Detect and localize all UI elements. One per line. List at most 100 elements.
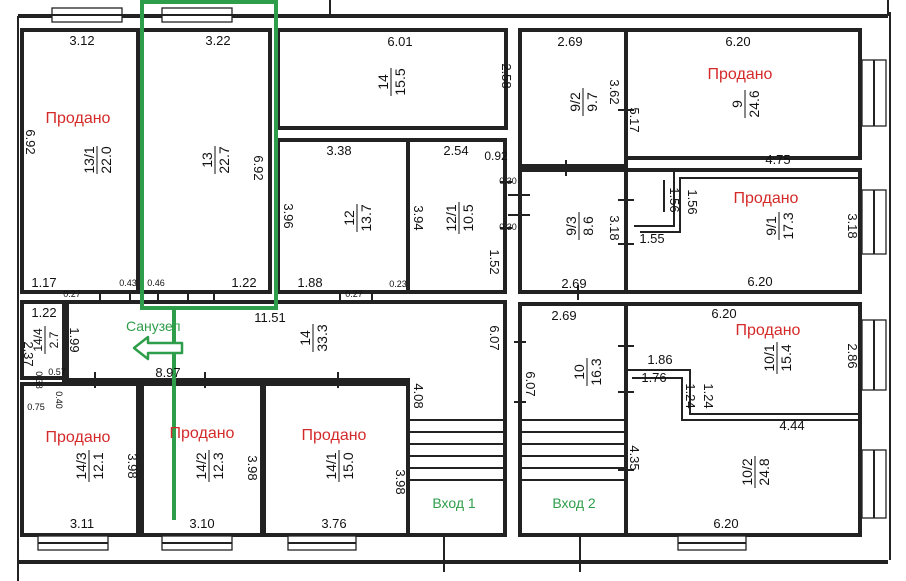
dimension-label: 3.18 [607, 215, 622, 240]
dimension-label: 3.98 [125, 453, 140, 478]
dimension-label: 2.54 [443, 143, 468, 158]
room-area: 33.3 [314, 324, 330, 351]
room-area: 8.6 [580, 216, 596, 236]
dimension-label: 0.43 [119, 278, 137, 288]
sold-label-10-1: Продано [736, 322, 801, 339]
dimension-label: 3.62 [607, 79, 622, 104]
dimension-label: 3.12 [69, 33, 94, 48]
dimension-label: 1.99 [67, 327, 82, 352]
dimension-label: 3.98 [393, 469, 408, 494]
dimension-label: 1.76 [641, 370, 666, 385]
arrow-left-icon [132, 335, 184, 361]
dimension-label: 0.40 [54, 391, 64, 409]
dimension-label: 1.55 [639, 231, 664, 246]
room-area: 16.3 [588, 358, 604, 385]
dimension-label: 2.69 [561, 276, 586, 291]
dimension-label: 1.56 [685, 189, 700, 214]
dimension-label: 3.22 [205, 33, 230, 48]
dimension-label: 3.11 [70, 516, 94, 531]
room-area: 24.8 [756, 458, 772, 485]
room-area: 13.7 [358, 204, 374, 231]
dimension-label: 2.37 [21, 341, 36, 366]
dimension-label: 5.17 [627, 107, 642, 132]
dimension-label: 6.20 [725, 34, 750, 49]
room-labels: 13/1 22.0 13 22.7 14 15.5 12 13.7 12/1 1… [31, 68, 796, 488]
dimension-label: 8.97 [155, 365, 180, 380]
dimension-label: 6.20 [711, 306, 736, 321]
dimension-label: 3.18 [845, 213, 860, 238]
dimension-label: 1.56 [667, 187, 682, 212]
sold-label-13-1: Продано [46, 110, 111, 127]
dimension-label: 1.22 [231, 275, 256, 290]
room-num: 14 [297, 330, 313, 346]
room-area: 15.0 [340, 452, 356, 479]
dimension-label: 4.44 [779, 418, 804, 433]
dimension-label: 1.52 [487, 249, 502, 274]
windows [37, 7, 887, 551]
dimension-label: 3.76 [321, 516, 346, 531]
sold-label-14-3: Продано [46, 429, 111, 446]
room-num: 13 [199, 152, 215, 168]
room-area: 10.5 [460, 204, 476, 231]
room-area: 15.4 [778, 344, 794, 371]
room-num: 14/2 [193, 452, 209, 479]
sold-labels: Продано Продано Продано Продано Продано … [46, 66, 801, 446]
room-area: 17.3 [780, 212, 796, 239]
room-area: 12.1 [90, 452, 106, 479]
room-num: 12/1 [443, 204, 459, 231]
dimension-label: 6.07 [523, 371, 538, 396]
dimension-label: 6.92 [251, 155, 266, 180]
room-num: 9 [729, 100, 745, 108]
room-area: 22.0 [98, 146, 114, 173]
dimension-label: 2.69 [551, 308, 576, 323]
sold-label-14-1: Продано [302, 427, 367, 444]
dimension-label: 3.96 [281, 203, 296, 228]
room-num: 14/4 [31, 328, 45, 352]
sold-label-9-1: Продано [734, 190, 799, 207]
dimension-label: 3.10 [189, 516, 214, 531]
sold-label-9: Продано [708, 66, 773, 83]
highlight-frame [140, 0, 278, 310]
entrance-2-label: Вход 2 [552, 495, 596, 511]
room-area: 15.5 [392, 68, 408, 95]
room-area: 9.7 [584, 92, 600, 112]
dimension-label: 6.20 [747, 274, 772, 289]
dimension-label: 6.07 [487, 325, 502, 350]
dimension-label: 1.17 [31, 275, 56, 290]
room-num: 10/2 [739, 458, 755, 485]
dimension-label: 0.30 [499, 176, 517, 186]
dimension-label: 0.27 [63, 289, 81, 299]
room-num: 14/3 [73, 452, 89, 479]
room-num: 9/3 [563, 216, 579, 236]
dimension-label: 1.24 [701, 383, 716, 408]
dimension-label: 0.23 [389, 279, 407, 289]
dimension-label: 1.22 [31, 305, 56, 320]
dimension-label: 3.38 [326, 143, 351, 158]
dimension-label: 0.46 [147, 278, 165, 288]
dimension-label: 6.92 [23, 129, 38, 154]
dimension-label: 3.94 [411, 205, 426, 230]
room-num: 14 [375, 74, 391, 90]
dimension-label: 0.30 [499, 222, 517, 232]
stairs-2 [520, 419, 626, 481]
dimension-label: 6.20 [713, 516, 738, 531]
dimension-label: 1.88 [297, 275, 322, 290]
dimension-label: 0.92 [484, 149, 508, 163]
dimension-label: 4.35 [627, 445, 642, 470]
room-num: 10 [571, 364, 587, 380]
dimension-label: 3.98 [245, 455, 260, 480]
room-num: 9/1 [763, 216, 779, 236]
walls [17, 0, 891, 581]
sanuzel-label: Санузел [126, 318, 181, 334]
room-area: 24.6 [746, 90, 762, 117]
dimension-label: 11.51 [254, 310, 286, 325]
vertical-dimension-labels: 2.58 6.92 6.92 3.96 3.94 1.52 3.62 5.17 … [21, 63, 860, 494]
dimension-label: 4.08 [411, 383, 426, 408]
dimension-label: 6.01 [387, 34, 412, 49]
dimension-label: 1.24 [683, 383, 698, 408]
dimension-label: 2.58 [499, 63, 514, 88]
room-num: 13/1 [81, 146, 97, 173]
dimension-label: 1.86 [647, 352, 672, 367]
dimension-label: 0.75 [27, 402, 45, 412]
